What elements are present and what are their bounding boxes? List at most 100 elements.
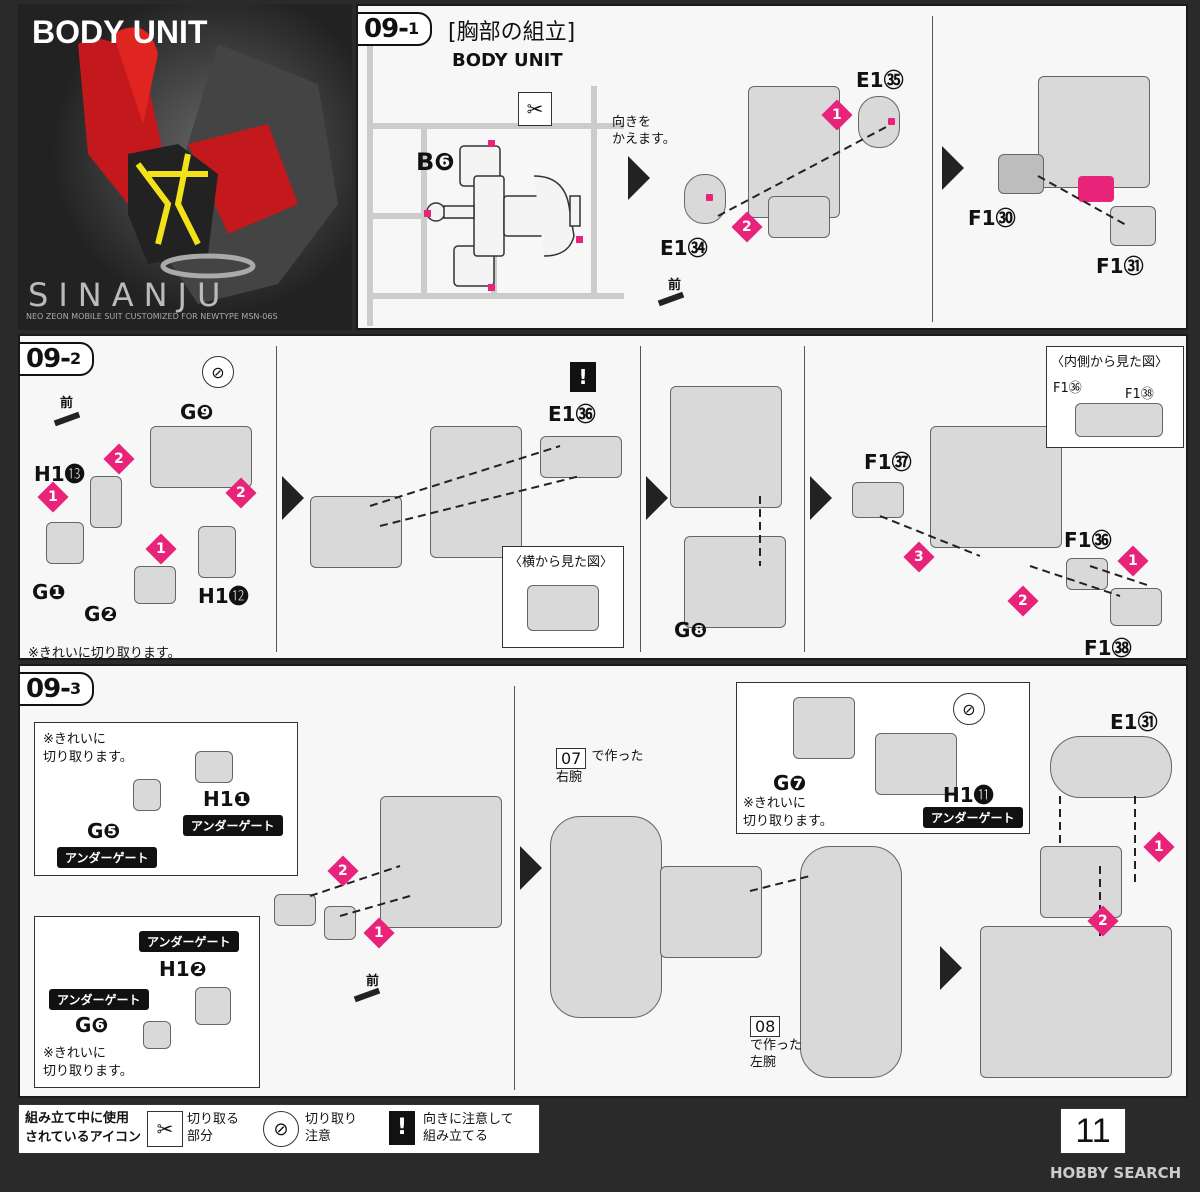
step-09-1-unit: BODY UNIT xyxy=(452,50,563,71)
assembly-lines-3 xyxy=(369,445,581,527)
divider xyxy=(514,686,515,1090)
flow-arrow-4 xyxy=(646,476,668,520)
label-h1-11: H1⓫ xyxy=(943,783,994,807)
part-e36 xyxy=(540,436,622,478)
made-07-text: で作った 右腕 xyxy=(556,749,644,785)
label-b6: B❻ xyxy=(416,148,455,176)
front-label-3: 前 xyxy=(366,974,380,989)
inside-view-part xyxy=(1075,403,1163,437)
torso-assembled-part xyxy=(380,796,502,928)
part-g8 xyxy=(684,536,786,628)
watermark: HOBBY SEARCH xyxy=(1050,1164,1182,1182)
hero-title: BODY UNIT xyxy=(32,14,208,50)
flow-arrow-3 xyxy=(282,476,304,520)
assembly-lines-2 xyxy=(1037,175,1129,227)
step-09-2-panel: 09-2 前 ⊘ G❾ H1⓭ H1⓬ G❶ G❷ ※きれいに切り取ります。 2… xyxy=(18,334,1188,660)
hero-image: BODY UNIT SINANJU NEO ZEON MOBILE SUIT C… xyxy=(18,4,352,330)
front-arrow-1 xyxy=(657,291,685,307)
chest-front-part xyxy=(310,496,402,568)
divider xyxy=(276,346,277,652)
part-g7 xyxy=(793,697,855,759)
part-h12 xyxy=(198,526,236,578)
made-08-text: で作った 左腕 xyxy=(750,1038,803,1070)
flow-arrow-6 xyxy=(520,846,542,890)
label-g1: G❶ xyxy=(32,580,66,604)
label-f31: F1㉛ xyxy=(1096,254,1144,278)
direction-icon: ! xyxy=(389,1111,415,1145)
label-g8: G❽ xyxy=(674,618,708,642)
divider xyxy=(932,16,933,322)
order-2: 2 xyxy=(103,443,135,475)
divider xyxy=(640,346,641,652)
nocut-icon: ⊘ xyxy=(263,1111,299,1147)
part-g1 xyxy=(46,522,84,564)
legend-title: 組み立て中に使用 されているアイコン xyxy=(25,1111,141,1145)
label-g5: G❺ xyxy=(87,819,121,843)
label-f36: F1㊱ xyxy=(1064,528,1112,552)
step-09-3-tag: 09-3 xyxy=(20,672,95,706)
step-09-3-panel: 09-3 ※きれいに 切り取ります。 H1❶ アンダーゲート G❺ アンダーゲー… xyxy=(18,664,1188,1098)
inside-view-label: 〈内側から見た図〉 xyxy=(1051,355,1169,370)
part-f38 xyxy=(1110,588,1162,626)
assembly-lines-6 xyxy=(309,865,411,917)
divider xyxy=(804,346,805,652)
torso-final-part xyxy=(980,926,1172,1078)
torso-with-arm-part xyxy=(660,866,762,958)
nocut-icon-callout: ⊘ xyxy=(953,693,985,725)
label-f38: F1㊳ xyxy=(1084,636,1132,660)
front-label-2: 前 xyxy=(60,396,74,411)
placed-h1-1 xyxy=(274,894,316,926)
assembly-lines-1 xyxy=(717,125,889,217)
made-in-07-note: 07 で作った 右腕 xyxy=(556,748,643,788)
assembly-lines-4 xyxy=(759,496,761,566)
under-gate-badge: アンダーゲート xyxy=(923,807,1023,828)
part-g2 xyxy=(134,566,176,604)
label-f30: F1㉚ xyxy=(968,206,1016,230)
part-h1-1 xyxy=(195,751,233,783)
sinanju-render xyxy=(18,4,352,330)
callout-g7-h11: ⊘ G❼ ※きれいに 切り取ります。 H1⓫ アンダーゲート xyxy=(736,682,1030,834)
label-g9: G❾ xyxy=(180,400,214,424)
order-1: 1 xyxy=(145,533,177,565)
part-f30 xyxy=(998,154,1044,194)
page-number: 11 xyxy=(1060,1108,1126,1154)
step-09-1-panel: 09-1 [胸部の組立] BODY UNIT B❻ ✂ 向きを かえます。 前 … xyxy=(356,4,1188,330)
under-gate-badge: アンダーゲート xyxy=(49,989,149,1010)
label-e36: E1㊱ xyxy=(548,402,596,426)
step-ref-07: 07 xyxy=(556,748,587,769)
callout-h1-g5: ※きれいに 切り取ります。 H1❶ アンダーゲート G❺ アンダーゲート xyxy=(34,722,298,876)
legend-nocut: 切り取り 注意 xyxy=(305,1112,358,1144)
inside-view-callout: 〈内側から見た図〉 F1㊱ F1㊳ xyxy=(1046,346,1184,448)
flow-arrow-5 xyxy=(810,476,832,520)
assembly-lines-5 xyxy=(879,515,1151,597)
label-e34: E1㉞ xyxy=(660,236,708,260)
inside-f38-label: F1㊳ xyxy=(1125,387,1154,402)
pin-mark xyxy=(706,194,713,201)
callout-h2-g6: アンダーゲート H1❷ アンダーゲート G❻ ※きれいに 切り取ります。 xyxy=(34,916,260,1088)
torso-core-part xyxy=(430,426,522,558)
front-label-1: 前 xyxy=(668,278,682,293)
label-g2: G❷ xyxy=(84,602,118,626)
pink-joint xyxy=(1078,176,1114,202)
part-h13 xyxy=(90,476,122,528)
torso-with-waist-part xyxy=(930,426,1062,548)
label-h12: H1⓬ xyxy=(198,584,249,608)
label-f37: F1㊲ xyxy=(864,450,912,474)
side-view-label: 〈横から見た図〉 xyxy=(509,555,614,570)
part-f37 xyxy=(852,482,904,518)
under-gate-badge: アンダーゲート xyxy=(139,931,239,952)
clean-cut-note: ※きれいに 切り取ります。 xyxy=(743,796,833,829)
part-g6 xyxy=(143,1021,171,1049)
part-h1-2 xyxy=(195,987,231,1025)
legend-direction: 向きに注意して 組み立てる xyxy=(423,1112,514,1144)
under-gate-badge: アンダーゲート xyxy=(183,815,283,836)
part-g5 xyxy=(133,779,161,811)
made-in-08-note: 08 で作った 左腕 xyxy=(750,1016,802,1071)
part-f31 xyxy=(1110,206,1156,246)
side-view-callout: 〈横から見た図〉 xyxy=(502,546,624,648)
flow-arrow-1 xyxy=(628,156,650,200)
label-e35: E1㉟ xyxy=(856,68,904,92)
side-view-part xyxy=(527,585,599,631)
hero-logo: SINANJU xyxy=(28,276,231,314)
flow-arrow-2 xyxy=(942,146,964,190)
